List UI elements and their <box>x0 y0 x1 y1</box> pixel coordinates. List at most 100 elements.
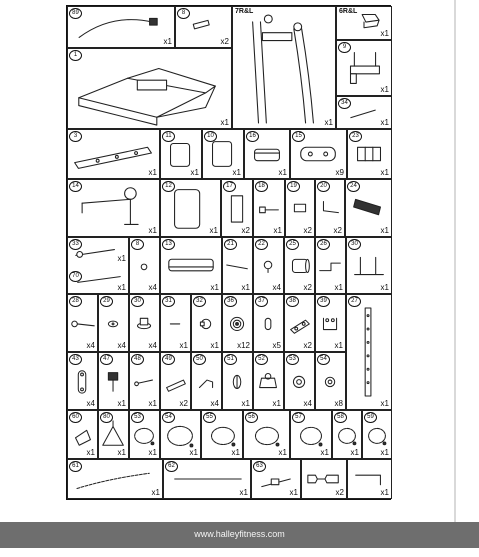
part-cell: 8 x2 <box>175 6 232 48</box>
part-quantity: x1 <box>278 448 287 457</box>
part-quantity: x1 <box>117 448 126 457</box>
part-cell: 28 x4 <box>67 294 98 352</box>
part-quantity: x2 <box>303 283 312 292</box>
part-number: 23 <box>349 131 362 142</box>
part-cell: 54 x1 <box>160 410 201 459</box>
part-cell: 59 x1 <box>362 410 392 459</box>
handle-grip-icon <box>166 379 186 392</box>
backrest-icon <box>174 189 201 229</box>
part-cell: 14 x1 <box>67 179 160 237</box>
part-quantity: x1 <box>380 118 389 127</box>
part-cell: 21 x1 <box>222 237 253 294</box>
part-quantity: x1 <box>117 283 126 292</box>
part-number: 17 <box>223 181 236 192</box>
part-number: 14 <box>69 181 82 192</box>
part-quantity: x1 <box>220 118 229 127</box>
part-number: 56 <box>245 412 258 423</box>
part-number: 39 <box>317 296 330 307</box>
triangle-handle-icon <box>102 420 124 446</box>
part-quantity: x1 <box>148 226 157 235</box>
part-cell: 23 x1 <box>347 129 392 179</box>
part-cell: 62 x1 <box>163 459 251 499</box>
part-quantity: x1 <box>380 399 389 408</box>
pop-pin-icon <box>107 372 119 392</box>
plate-icon <box>290 319 310 334</box>
knob-icon <box>263 260 273 274</box>
cable-icon <box>167 425 194 448</box>
parts-list-frame: 89 x1 8 x2 7R&L x1 6R&L x1 9 x1 34 <box>66 5 392 500</box>
part-cell: 47 x1 <box>98 352 129 410</box>
part-quantity: x1 <box>210 283 219 292</box>
part-quantity: x2 <box>335 488 344 497</box>
part-quantity: x1 <box>148 168 157 177</box>
upright-posts-icon <box>252 14 314 124</box>
part-number: 19 <box>287 181 300 192</box>
part-quantity: x1 <box>86 448 95 457</box>
part-number: 38 <box>286 296 299 307</box>
part-number: 31 <box>162 296 175 307</box>
part-quantity: x2 <box>303 341 312 350</box>
part-quantity: x4 <box>210 399 219 408</box>
label-plate-icon <box>353 198 381 216</box>
end-cap-icon <box>300 146 336 162</box>
footer-bar: www.halleyfitness.com <box>0 522 479 548</box>
part-number: 12 <box>162 181 175 192</box>
page-edge-line <box>454 0 456 522</box>
part-cell: 60 x1 <box>67 410 98 459</box>
holder-frame-icon <box>349 52 380 84</box>
part-cell: 6R&L x1 <box>336 6 392 40</box>
part-cell: 89 x1 <box>67 6 175 48</box>
part-cell: 30 x1 <box>346 237 392 294</box>
part-cell: 63 x1 <box>251 459 301 499</box>
part-cell: 29 x4 <box>98 294 129 352</box>
part-quantity: x1 <box>241 399 250 408</box>
part-number: 32 <box>193 296 206 307</box>
part-quantity: x2 <box>179 399 188 408</box>
spacer-icon <box>230 195 244 223</box>
part-cell: 58 x1 <box>332 410 362 459</box>
part-quantity: x1 <box>380 168 389 177</box>
part-number: 60 <box>69 412 82 423</box>
part-number: 36 <box>224 296 237 307</box>
part-number: 33 <box>69 239 82 250</box>
part-cell: 51 x1 <box>222 352 253 410</box>
part-quantity: x2 <box>220 37 229 46</box>
part-cell: 17 x2 <box>221 179 253 237</box>
part-cell: 39 x1 <box>315 294 346 352</box>
part-cell: 7R&L x1 <box>232 6 336 129</box>
part-number: 52 <box>255 354 268 365</box>
part-quantity: x12 <box>237 341 250 350</box>
fork-bracket-icon <box>322 317 338 331</box>
strap-icon <box>74 429 91 446</box>
part-quantity: x1 <box>148 448 157 457</box>
part-cell: 53 x1 <box>129 410 160 459</box>
part-cell: 25 x2 <box>284 237 315 294</box>
part-number: 25 <box>286 239 299 250</box>
part-number: 8 <box>177 8 190 19</box>
part-cell: 36 x12 <box>222 294 253 352</box>
nut-icon <box>199 318 212 330</box>
rod-icon <box>350 109 376 119</box>
part-quantity: x1 <box>324 118 333 127</box>
handle-bar-icon <box>75 249 115 258</box>
washer-icon <box>140 263 148 271</box>
part-number: 58 <box>334 412 347 423</box>
part-cell: 55 x1 <box>201 410 243 459</box>
bolt-icon <box>259 206 279 214</box>
part-number: 57 <box>292 412 305 423</box>
part-quantity: x2 <box>303 226 312 235</box>
pin-icon <box>192 19 210 30</box>
pin-icon <box>226 264 248 270</box>
part-cell: 31 x1 <box>160 294 191 352</box>
t-bar-icon <box>354 256 384 276</box>
cable-icon <box>368 427 387 446</box>
clamp-icon <box>357 146 382 162</box>
part-number: 8 <box>131 239 144 250</box>
part-quantity: x1 <box>320 448 329 457</box>
part-quantity: x1 <box>148 399 157 408</box>
part-number: 30 <box>131 296 144 307</box>
part-cell: 22 x4 <box>253 237 284 294</box>
part-cell: 1 x1 <box>67 48 232 129</box>
part-quantity: x5 <box>272 341 281 350</box>
pad-icon <box>170 143 191 167</box>
